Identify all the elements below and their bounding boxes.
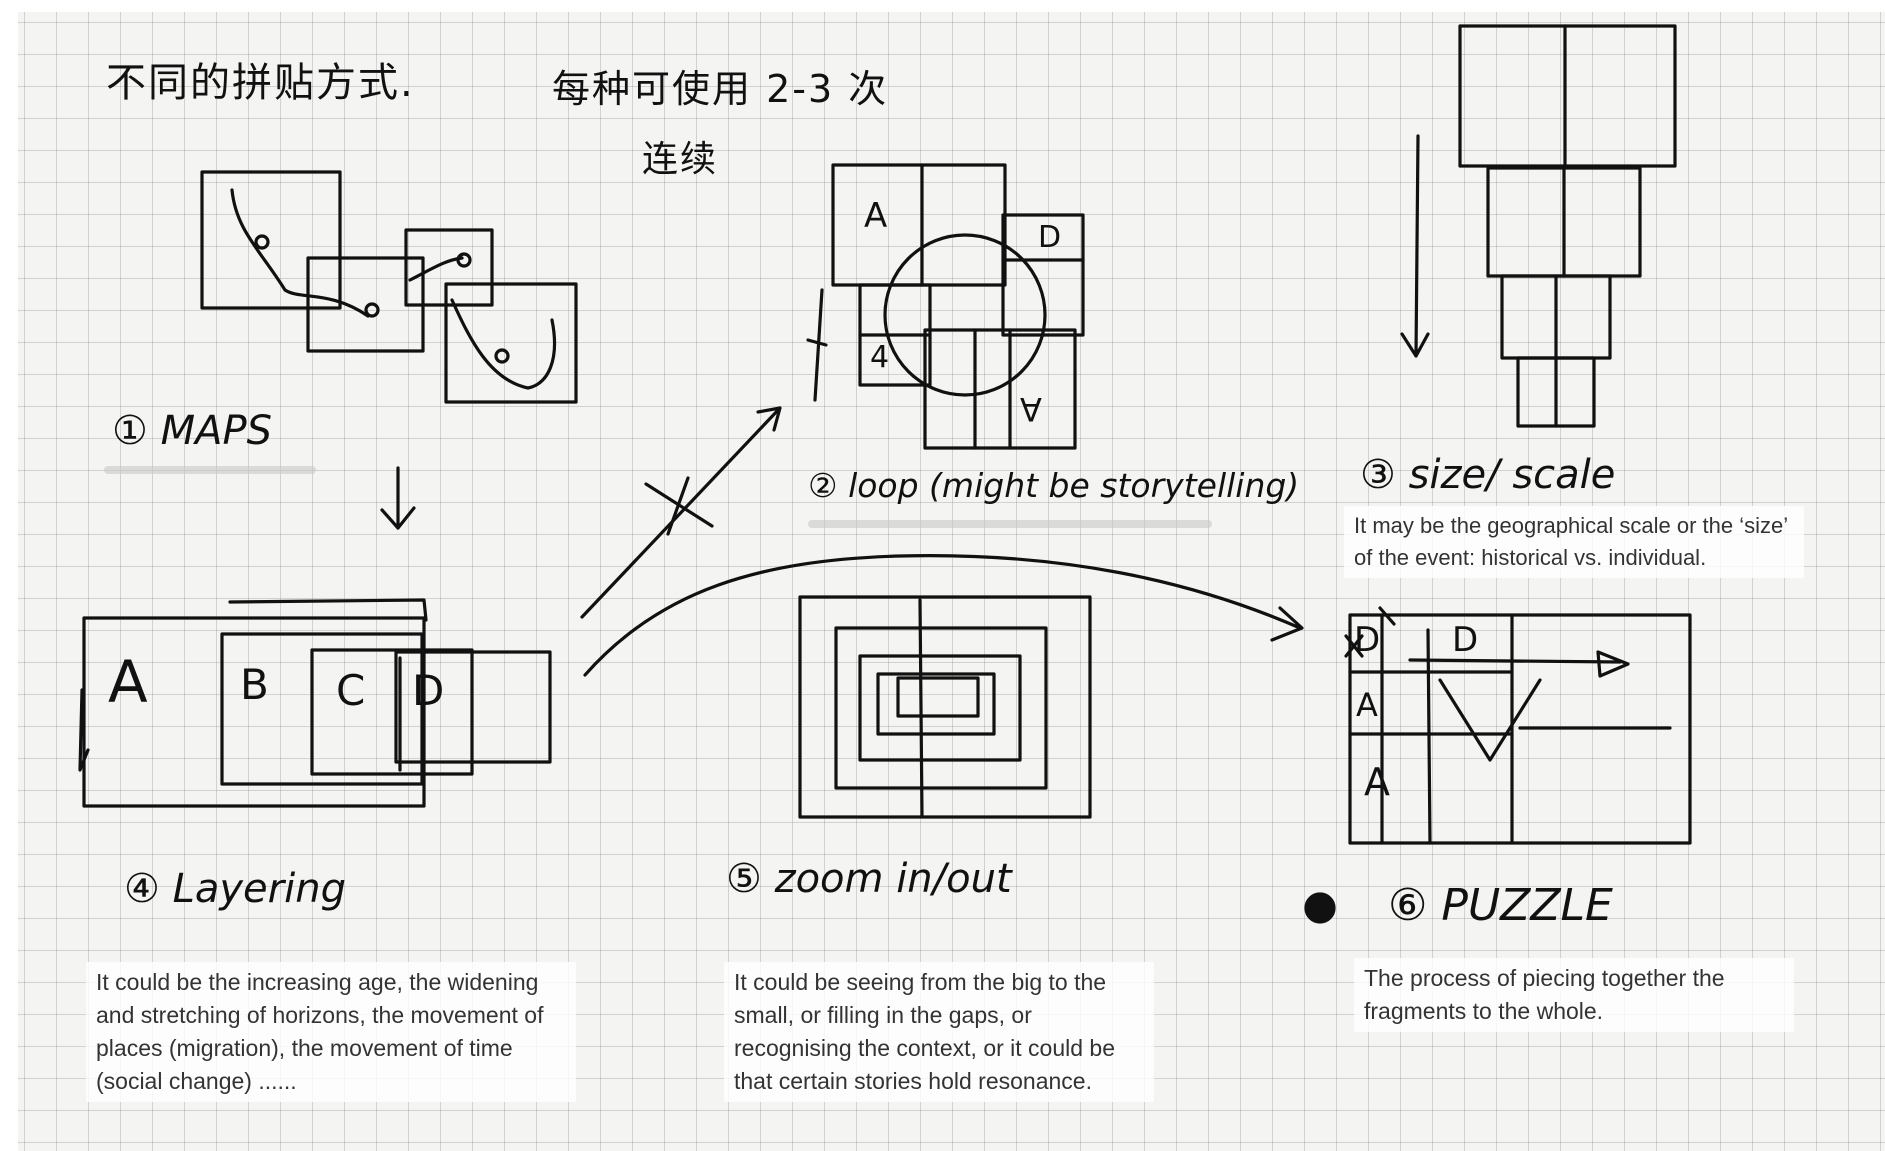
scale-arrow-icon xyxy=(1402,136,1428,356)
layer-letter-c: C xyxy=(336,666,365,715)
loop-label: ② loop (might be storytelling) xyxy=(808,466,1299,505)
scale-tile-1 xyxy=(1460,26,1675,166)
map-route-2 xyxy=(410,258,462,280)
layering-note: It could be the increasing age, the wide… xyxy=(86,962,576,1102)
puzzle-note: The process of piecing together the frag… xyxy=(1354,958,1794,1032)
map-tile-1 xyxy=(202,172,340,308)
layer-b xyxy=(222,634,422,784)
arrow-to-loop-icon xyxy=(582,408,780,617)
map-pin-4 xyxy=(496,350,508,362)
number-6-badge xyxy=(1306,894,1334,922)
map-route-3 xyxy=(452,300,555,388)
zoom-note: It could be seeing from the big to the s… xyxy=(724,962,1154,1102)
puzzle-sketch xyxy=(1346,608,1690,843)
layer-letter-d: D xyxy=(412,666,444,715)
maps-label: ① MAPS xyxy=(112,408,272,454)
loop-underline xyxy=(808,520,1212,528)
layer-letter-b: B xyxy=(240,660,269,709)
zoom-frame-3 xyxy=(860,656,1020,760)
loop-letter-a: A xyxy=(864,196,887,236)
layering-sketch xyxy=(80,600,550,806)
puzzle-letter-d2: D xyxy=(1452,620,1478,660)
map-pin-2 xyxy=(366,304,378,316)
layering-label: ④ Layering xyxy=(124,866,346,912)
header-line-2: 每种可使用 2-3 次 xyxy=(552,58,888,113)
layer-letter-a: A xyxy=(108,648,148,716)
puzzle-v2 xyxy=(1428,630,1430,843)
loop-letter-d: D xyxy=(1038,220,1061,255)
zoom-frame-5 xyxy=(898,678,978,716)
header-line-1: 不同的拼贴方式. xyxy=(106,50,415,108)
zoom-frame-2 xyxy=(836,628,1046,788)
size-scale-sketch xyxy=(1402,26,1675,426)
puzzle-label: ⑥ PUZZLE xyxy=(1346,880,1613,931)
size-scale-label: ③ size/ scale xyxy=(1360,452,1615,498)
puzzle-v-shape xyxy=(1440,680,1540,760)
maps-underline xyxy=(104,466,316,474)
arrow-down-icon xyxy=(382,468,414,528)
puzzle-flag-icon xyxy=(1598,652,1628,676)
puzzle-letter-a2: A xyxy=(1364,760,1390,804)
puzzle-letter-a1: A xyxy=(1356,686,1378,724)
loop-letter-a2: A xyxy=(1020,390,1042,428)
maps-sketch xyxy=(202,172,576,402)
loop-tile-a xyxy=(833,165,1005,285)
zoom-label: ⑤ zoom in/out xyxy=(726,856,1012,902)
loop-side-bar xyxy=(808,290,826,400)
cross-mark-icon xyxy=(646,478,712,534)
map-pin-3 xyxy=(458,254,470,266)
map-pin-1 xyxy=(256,236,268,248)
zoom-center-line xyxy=(920,600,922,816)
puzzle-letter-d1: D xyxy=(1354,620,1380,660)
loop-circle xyxy=(885,235,1045,395)
map-route-1 xyxy=(232,190,368,316)
size-scale-note: It may be the geographical scale or the … xyxy=(1344,506,1804,578)
header-line-3: 连续 xyxy=(642,130,718,182)
map-tile-4 xyxy=(446,284,576,402)
map-tile-3 xyxy=(406,230,492,305)
loop-letter-4: 4 xyxy=(870,340,889,375)
zoom-sketch xyxy=(800,597,1090,817)
loop-tile-bottom xyxy=(925,330,1075,448)
